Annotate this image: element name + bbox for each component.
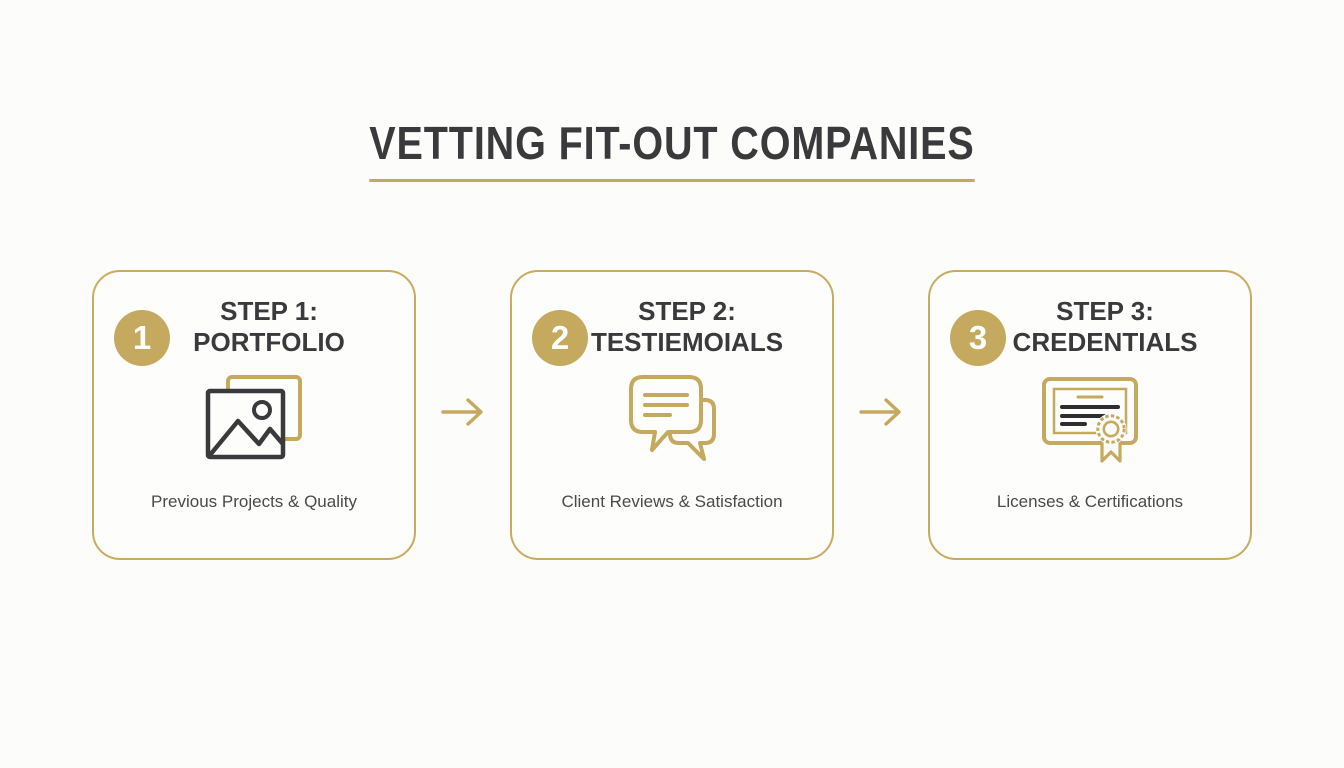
step-3-caption: Licenses & Certifications xyxy=(996,491,1184,511)
step-3-title-line1: STEP 3: xyxy=(1056,295,1154,326)
picture-icon xyxy=(203,374,305,469)
connector-1 xyxy=(416,394,510,435)
step-1-caption: Previous Projects & Quality xyxy=(151,491,357,511)
step-2-title-line2: TESTIEMOIALS xyxy=(590,327,784,358)
step-3-title-line2: CREDENTIALS xyxy=(1012,327,1198,358)
step-1-title: STEP 1: PORTFOLIO xyxy=(94,296,414,359)
step-2-title-line1: STEP 2: xyxy=(638,295,736,326)
right-arrow-icon xyxy=(858,394,904,435)
step-3-title: STEP 3: CREDENTIALS xyxy=(930,296,1250,359)
step-card-portfolio: 1 STEP 1: PORTFOLIO Previous Projects & … xyxy=(92,269,416,560)
step-1-icon-wrap xyxy=(94,372,414,472)
step-2-header: 2 STEP 2: TESTIEMOIALS xyxy=(512,296,832,366)
title-block: VETTING FIT-OUT COMPANIES xyxy=(369,117,975,182)
page-title: VETTING FIT-OUT COMPANIES xyxy=(369,117,975,169)
step-3-icon-wrap xyxy=(930,372,1250,472)
right-arrow-icon xyxy=(440,394,486,435)
step-2-title: STEP 2: TESTIEMOIALS xyxy=(512,296,832,359)
step-2-number-badge: 2 xyxy=(532,309,588,366)
step-2-caption: Client Reviews & Satisfaction xyxy=(561,491,783,511)
step-1-title-line2: PORTFOLIO xyxy=(193,327,345,358)
title-underline xyxy=(369,178,975,182)
step-card-credentials: 3 STEP 3: CREDENTIALS Licenses xyxy=(928,269,1252,560)
step-2-icon-wrap xyxy=(512,372,832,472)
step-card-testimonials: 2 STEP 2: TESTIEMOIALS Client Reviews & … xyxy=(510,269,834,560)
step-1-title-line1: STEP 1: xyxy=(220,295,318,326)
step-1-header: 1 STEP 1: PORTFOLIO xyxy=(94,296,414,366)
steps-flow: 1 STEP 1: PORTFOLIO Previous Projects & … xyxy=(0,269,1344,560)
page-header: VETTING FIT-OUT COMPANIES xyxy=(0,0,1344,182)
certificate-icon xyxy=(1040,373,1140,470)
connector-2 xyxy=(834,394,928,435)
step-1-number-badge: 1 xyxy=(114,309,170,366)
chat-bubbles-icon xyxy=(623,372,721,471)
step-3-number-badge: 3 xyxy=(950,309,1006,366)
step-3-header: 3 STEP 3: CREDENTIALS xyxy=(930,296,1250,366)
